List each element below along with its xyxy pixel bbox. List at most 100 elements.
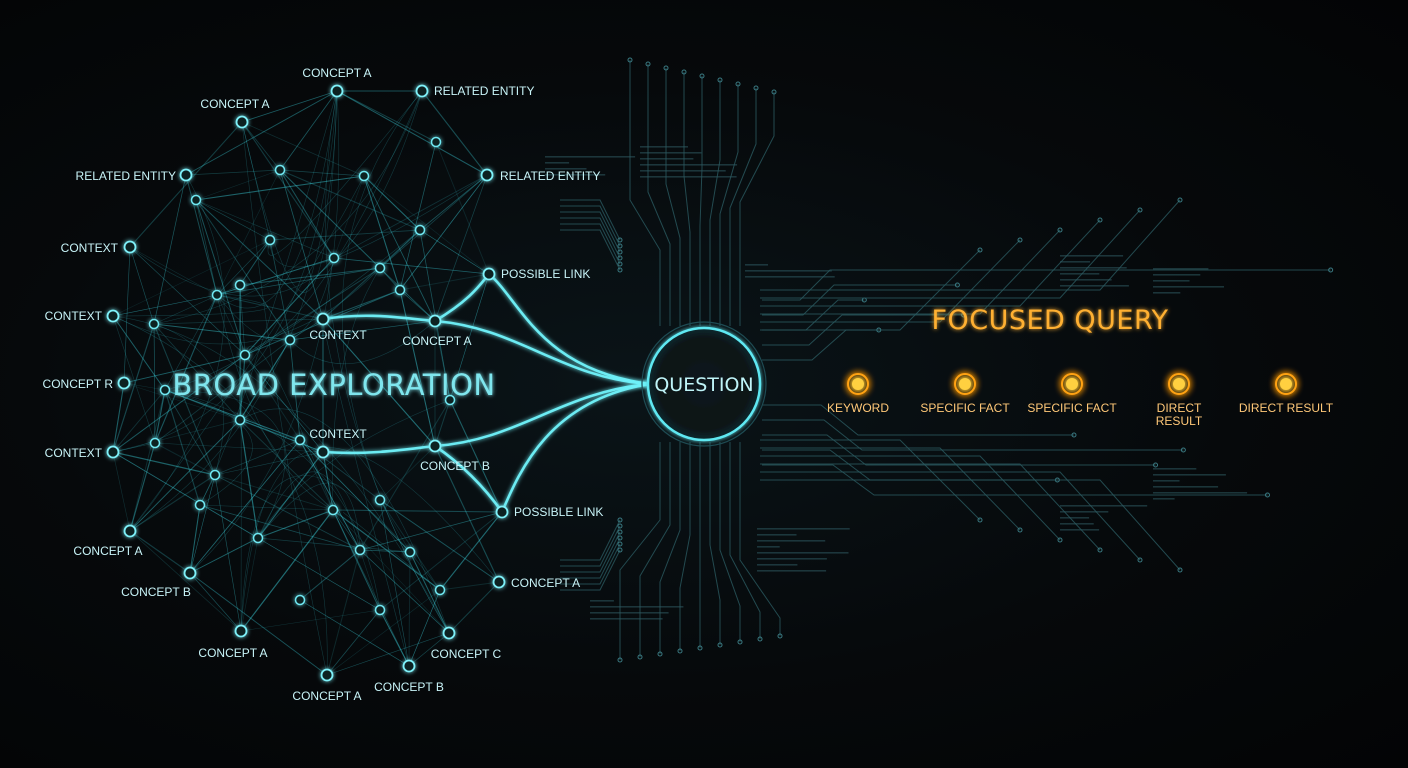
circuit-trace — [739, 442, 781, 636]
mesh-edge — [216, 294, 324, 320]
network-node-label: CONCEPT R — [43, 377, 114, 391]
circuit-trace — [709, 442, 721, 645]
mesh-edge — [129, 530, 191, 574]
mesh-edge — [112, 323, 155, 453]
circuit-trace — [699, 76, 703, 326]
mesh-edge — [434, 445, 500, 583]
network-node-label: CONCEPT A — [200, 97, 269, 111]
mesh-edge — [153, 174, 187, 325]
code-line — [1060, 267, 1127, 269]
code-line — [745, 264, 768, 266]
mesh-strand — [189, 90, 340, 574]
flow-path — [500, 382, 651, 513]
circuit-trace — [760, 463, 1101, 551]
network-node — [430, 136, 442, 148]
mesh-edge — [326, 549, 361, 676]
mesh-edge — [195, 199, 335, 259]
mesh-strand — [216, 294, 334, 511]
code-line — [545, 156, 636, 158]
circuit-pad — [757, 636, 763, 642]
circuit-pad — [961, 312, 967, 318]
mesh-strand — [257, 482, 361, 551]
mesh-edge — [244, 257, 335, 356]
circuit-trace — [560, 229, 621, 271]
circuit-pad — [617, 249, 623, 255]
network-node — [106, 309, 120, 323]
circuit-trace — [760, 471, 1141, 561]
mesh-edge — [241, 121, 335, 259]
mesh-edge — [434, 320, 451, 401]
mesh-edge — [195, 199, 291, 341]
mesh-edge — [299, 599, 410, 667]
circuit-trace — [762, 434, 1156, 466]
mesh-edge — [359, 549, 450, 634]
circuit-trace — [762, 284, 958, 316]
code-line — [1153, 292, 1181, 294]
mesh-edge — [112, 451, 216, 476]
circuit-pad — [617, 261, 623, 267]
network-node — [209, 469, 221, 481]
mesh-edge — [129, 419, 241, 532]
mesh-edge — [216, 239, 271, 296]
code-line — [1060, 517, 1090, 519]
network-node-label: CONTEXT — [61, 241, 119, 255]
mesh-edge — [279, 169, 421, 231]
mesh-edge — [241, 121, 271, 241]
circuit-pad — [977, 247, 983, 253]
network-node-label: CONTEXT — [45, 309, 103, 323]
mesh-edge — [129, 389, 166, 532]
query-node-label: KEYWORD — [827, 401, 889, 415]
mesh-edge — [289, 320, 436, 341]
mesh-edge — [239, 354, 246, 421]
circuit-pad — [1328, 267, 1334, 273]
mesh-strand — [241, 90, 338, 293]
circuit-pad — [657, 651, 663, 657]
mesh-strand — [112, 267, 381, 345]
mesh-strand — [241, 121, 328, 676]
code-line — [545, 174, 606, 176]
network-node — [374, 604, 386, 616]
circuit-pad — [645, 61, 651, 67]
mesh-edge — [379, 511, 503, 611]
mesh-edge — [240, 509, 334, 632]
mesh-edge — [189, 439, 301, 574]
code-line — [1153, 492, 1248, 494]
network-node — [252, 532, 264, 544]
mesh-edge — [164, 389, 301, 441]
network-node — [415, 84, 429, 98]
circuit-traces — [545, 57, 1334, 663]
mesh-strand — [325, 90, 450, 634]
mesh-edge — [164, 389, 201, 506]
code-line — [757, 528, 850, 530]
circuit-pad — [617, 237, 623, 243]
mesh-edge — [336, 90, 488, 176]
circuit-trace — [560, 537, 621, 579]
network-node — [149, 437, 161, 449]
mesh-edge — [322, 229, 421, 320]
circuit-pad — [617, 541, 623, 547]
mesh-edge — [195, 199, 218, 296]
mesh-edge — [239, 267, 381, 286]
network-node-label: CONCEPT B — [420, 459, 490, 473]
circuit-trace — [560, 211, 621, 253]
network-node — [327, 504, 339, 516]
code-line — [1060, 285, 1129, 287]
circuit-trace — [647, 64, 671, 326]
mesh-edge — [299, 439, 411, 553]
mesh-edge — [379, 267, 436, 322]
code-line — [1153, 474, 1226, 476]
circuit-pad — [663, 65, 669, 71]
circuit-pad — [681, 69, 687, 75]
code-line — [1060, 255, 1124, 257]
circuit-pad — [1071, 432, 1077, 438]
mesh-edge — [359, 399, 451, 551]
mesh-edge — [332, 509, 361, 551]
query-node — [1280, 378, 1292, 390]
code-line — [1153, 268, 1209, 270]
code-line — [1153, 498, 1175, 500]
code-line — [757, 564, 798, 566]
mesh-strand — [216, 90, 338, 309]
mesh-strand — [164, 389, 286, 539]
code-line — [1060, 511, 1109, 513]
